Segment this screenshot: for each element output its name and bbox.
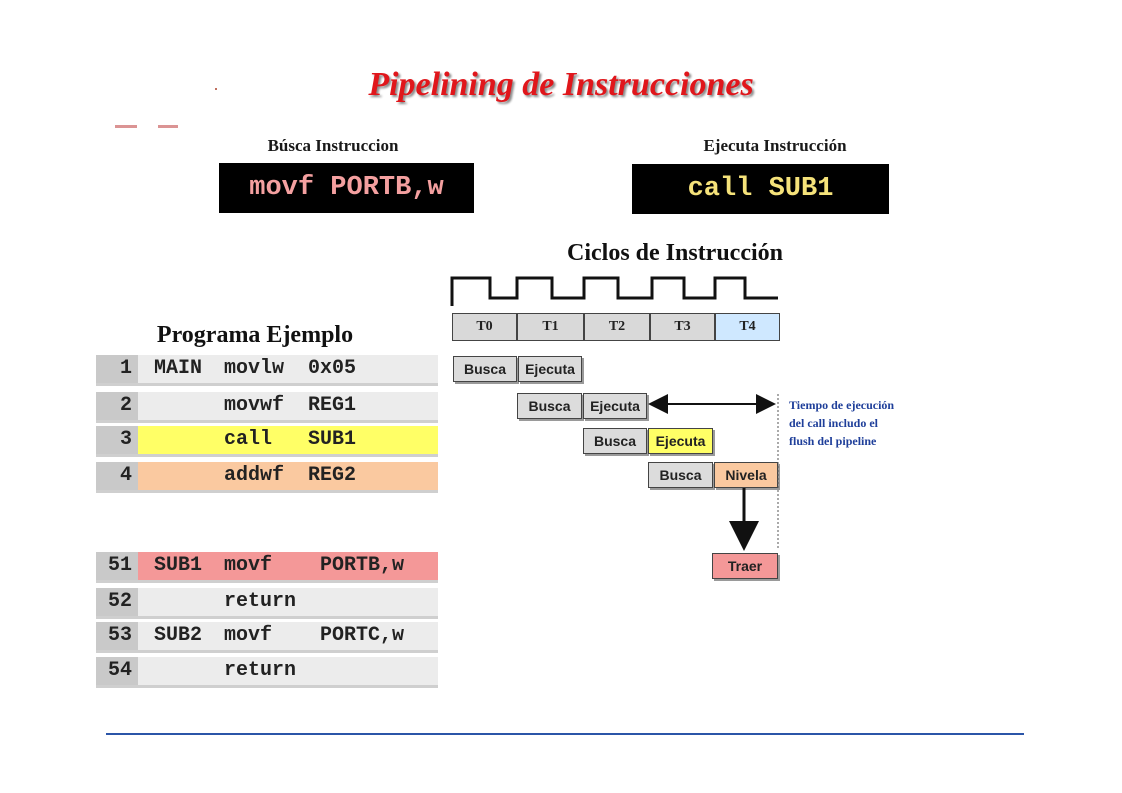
decorative-mark (115, 125, 137, 128)
pipeline-busca-4: Busca (648, 462, 713, 488)
row-label: MAIN (153, 357, 202, 380)
row-code: movlw 0x05 (224, 357, 357, 380)
row-label (138, 426, 218, 454)
row-shadow (96, 685, 438, 688)
line-number: 3 (96, 426, 138, 454)
program-row: 2 movwf REG1 (96, 392, 438, 423)
execute-instruction-text: call SUB1 (687, 174, 834, 204)
cycles-heading: Ciclos de Instrucción (567, 240, 783, 266)
cycle-label: T0 (452, 313, 517, 341)
program-row: 4 addwf REG2 (96, 462, 438, 493)
row-label: SUB1 (153, 554, 202, 577)
fetch-stage-label: Búsca Instruccion (267, 136, 399, 155)
line-number: 1 (96, 355, 138, 383)
line-number: 53 (96, 622, 138, 650)
cycle-label: T2 (584, 313, 650, 341)
execution-time-note: Tiempo de ejecución del call includo el … (789, 396, 949, 450)
clock-waveform (450, 276, 778, 306)
row-label (138, 392, 218, 420)
pipeline-ejecuta-1: Ejecuta (518, 356, 582, 382)
program-row: 3 call SUB1 (96, 426, 438, 457)
line-number: 52 (96, 588, 138, 616)
pipeline-ejecuta-2: Ejecuta (583, 393, 647, 419)
line-number: 54 (96, 657, 138, 685)
decorative-dot (215, 88, 217, 90)
row-code: call SUB1 (224, 428, 357, 451)
row-code: return (224, 659, 297, 682)
note-line: Tiempo de ejecución (789, 398, 895, 412)
row-code: movf PORTC,w (224, 624, 405, 647)
program-row: 54 return (96, 657, 438, 688)
row-code: movwf REG1 (224, 394, 357, 417)
row-label (138, 588, 218, 616)
line-number: 2 (96, 392, 138, 420)
row-shadow (96, 454, 438, 457)
row-label (138, 462, 218, 490)
program-row: 1 MAIN movlw 0x05 (96, 355, 438, 386)
pipeline-ejecuta-3: Ejecuta (648, 428, 713, 454)
row-shadow (96, 420, 438, 423)
note-line: flush del pipeline (789, 434, 877, 448)
execute-instruction-box: call SUB1 (632, 164, 889, 214)
row-code: addwf REG2 (224, 464, 357, 487)
row-shadow (96, 650, 438, 653)
line-number: 4 (96, 462, 138, 490)
program-row: 51 SUB1 movf PORTB,w (96, 552, 438, 583)
program-row: 53 SUB2 movf PORTC,w (96, 622, 438, 653)
pipeline-busca-2: Busca (517, 393, 582, 419)
row-shadow (96, 383, 438, 386)
cycle-label: T1 (517, 313, 584, 341)
note-line: del call includo el (789, 416, 879, 430)
pipeline-busca-1: Busca (453, 356, 517, 382)
timing-arrows (648, 394, 779, 551)
pipeline-nivela: Nivela (714, 462, 778, 488)
program-row: 52 return (96, 588, 438, 619)
line-number: 51 (96, 552, 138, 580)
slide-title: Pipelining de Instrucciones (368, 66, 754, 103)
pipeline-busca-3: Busca (583, 428, 647, 454)
row-shadow (96, 580, 438, 583)
footer-divider (106, 733, 1024, 735)
cycle-label-row: T0 T1 T2 T3 T4 (452, 313, 780, 341)
decorative-mark (158, 125, 178, 128)
program-heading: Programa Ejemplo (156, 322, 354, 348)
row-code: movf PORTB,w (224, 554, 405, 577)
row-label (138, 657, 218, 685)
row-shadow (96, 616, 438, 619)
execute-stage-label: Ejecuta Instrucción (703, 136, 847, 155)
cycle-label-highlighted: T4 (715, 313, 780, 341)
row-code: return (224, 590, 297, 613)
fetch-instruction-box: movf PORTB,w (219, 163, 474, 213)
fetch-instruction-text: movf PORTB,w (249, 173, 444, 203)
pipeline-traer: Traer (712, 553, 778, 579)
cycle-label: T3 (650, 313, 715, 341)
row-shadow (96, 490, 438, 493)
row-label: SUB2 (153, 624, 202, 647)
